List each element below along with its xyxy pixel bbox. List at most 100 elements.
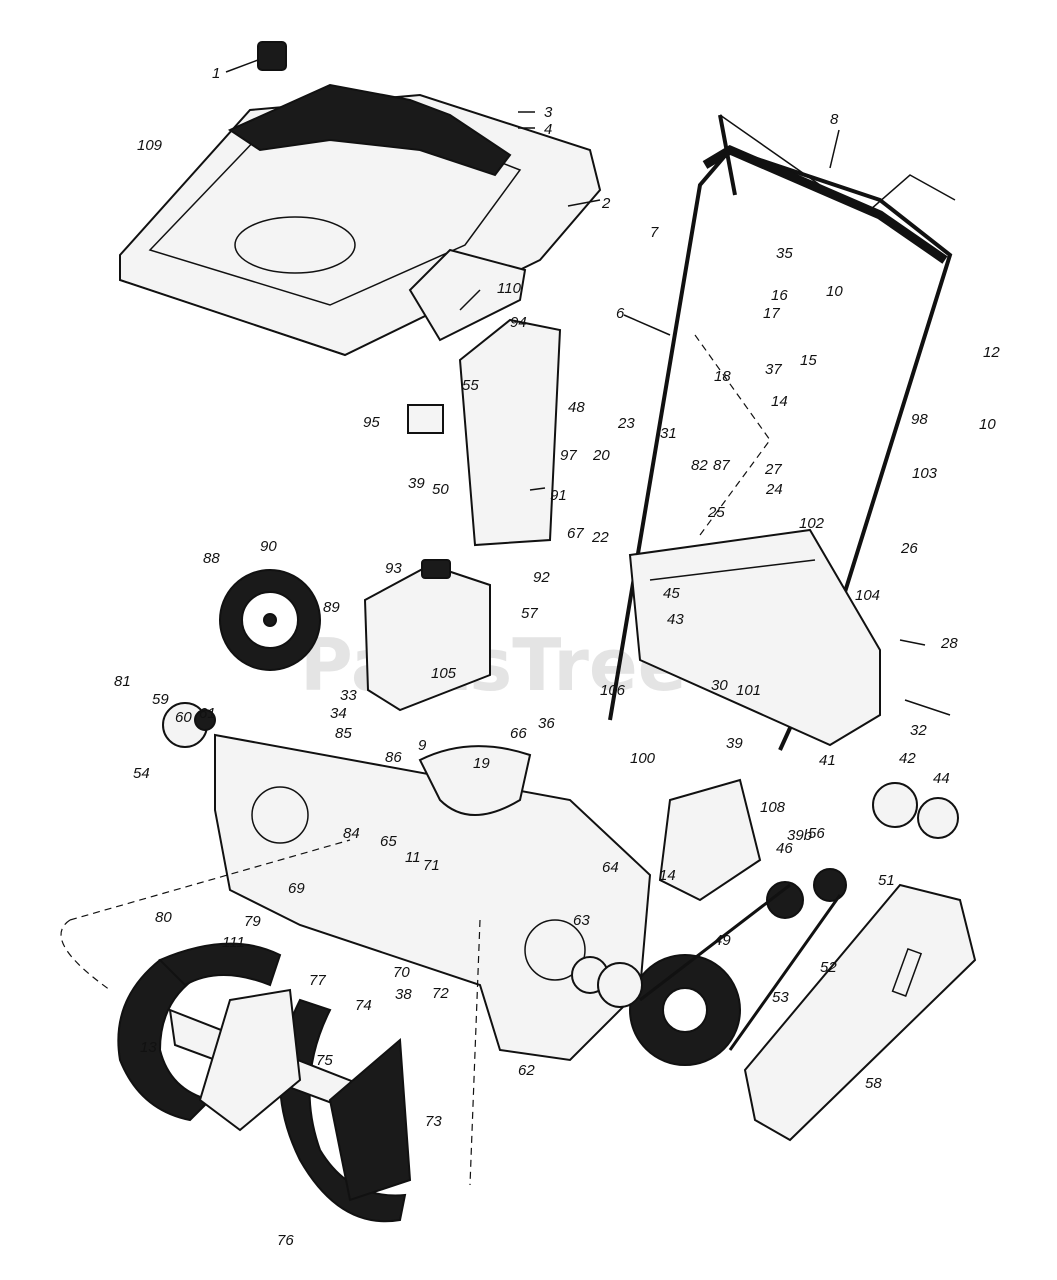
callout-7: 7 (650, 224, 659, 241)
callout-110: 110 (497, 280, 522, 297)
callout-85: 85 (335, 725, 352, 742)
callout-18: 18 (714, 368, 731, 385)
watermark: PartsTree (300, 623, 687, 707)
callout-6: 6 (616, 305, 625, 322)
callout-33: 33 (340, 687, 357, 704)
callout-87: 103 (912, 465, 938, 482)
callout-28: 32 (910, 722, 927, 739)
callout-56: 49 (714, 932, 731, 949)
callout-66: 66 (510, 725, 527, 742)
callout-9: 9 (418, 737, 427, 754)
callout-63: 63 (573, 912, 590, 929)
wheel (219, 569, 321, 671)
callout-32: 101 (736, 682, 761, 699)
callout-59: 59 (152, 691, 169, 708)
callout-42: 44 (933, 770, 950, 787)
callout-43: 43 (667, 611, 684, 628)
callout-23: 23 (617, 415, 635, 432)
auger-housing (214, 733, 652, 1062)
bearing-hubs (162, 702, 959, 1008)
callout-2: 2 (601, 195, 611, 212)
callout-103: 27 (764, 461, 782, 478)
callout-80: 80 (155, 909, 172, 926)
callout-53: 58 (865, 1075, 882, 1092)
belt-cover (743, 883, 977, 1142)
callout-65: 65 (380, 833, 397, 850)
gas-tank (363, 559, 491, 712)
callout-13: 13 (140, 1039, 157, 1056)
callout-31: 82 (691, 457, 708, 474)
callout-15: 15 (800, 352, 817, 369)
callout-72: 72 (432, 985, 449, 1002)
callout-55: 55 (462, 377, 479, 394)
leader-auger (60, 919, 111, 991)
callout-97: 97 (560, 447, 577, 464)
callout-75: 75 (316, 1052, 333, 1069)
callout-106: 106 (600, 682, 626, 699)
callout-68: 31 (660, 425, 677, 442)
callout-82: 87 (713, 457, 730, 474)
callout-14: 14 (659, 867, 676, 884)
discharge-chute (407, 248, 562, 547)
callout-24: 102 (799, 515, 825, 532)
callout-48: 48 (568, 399, 585, 416)
callout-69: 69 (288, 880, 305, 897)
callout-105: 105 (431, 665, 457, 682)
callout-19: 19 (473, 755, 490, 772)
callout-10: 10 (826, 283, 843, 300)
callout-73: 73 (425, 1113, 442, 1130)
callout-98: 98 (911, 411, 928, 428)
callout-leaders (225, 59, 951, 716)
callout-109: 109 (137, 137, 163, 154)
shroud-hood (119, 83, 602, 357)
callout-76: 76 (277, 1232, 294, 1249)
callout-89: 89 (323, 599, 340, 616)
callout-79: 79 (244, 913, 261, 930)
callout-5: 100 (630, 750, 656, 767)
frame-panel (628, 528, 881, 747)
callout-54: 54 (133, 765, 150, 782)
callout-16: 16 (771, 287, 788, 304)
callout-49: 51 (878, 872, 895, 889)
callout-39-right: 39 (726, 735, 743, 752)
leader-auger-2 (69, 839, 351, 921)
callout-70: 70 (393, 964, 410, 981)
callout-26: 104 (855, 587, 880, 604)
callout-30: 41 (819, 752, 836, 769)
callout-81: 81 (114, 673, 131, 690)
callout-57: 57 (521, 605, 538, 622)
callout-41: 108 (760, 799, 786, 816)
callout-90: 90 (260, 538, 277, 555)
callout-45: 45 (663, 585, 680, 602)
callout-34: 34 (330, 705, 347, 722)
callout-22: 22 (591, 529, 609, 546)
callout-93: 93 (385, 560, 402, 577)
callout-111: 111 (222, 934, 245, 951)
callout-67: 67 (567, 525, 584, 542)
callout-64: 64 (602, 859, 619, 876)
callout-35: 35 (776, 245, 793, 262)
callout-71: 71 (423, 857, 440, 874)
callout-20: 20 (592, 447, 610, 464)
callout-4: 4 (544, 121, 552, 138)
callout-100: 42 (899, 750, 916, 767)
leader-housing (469, 919, 481, 1186)
gas-cap (257, 41, 287, 71)
callout-37: 37 (765, 361, 782, 378)
callout-92: 92 (533, 569, 550, 586)
callout-50: 50 (432, 481, 449, 498)
callout-labels: 1 2 3 4 109 110 94 95 39 50 48 55 97 91 … (114, 65, 1000, 1249)
callout-12: 12 (983, 344, 1000, 361)
callout-52: 53 (772, 989, 789, 1006)
callout-38: 38 (395, 986, 412, 1003)
callout-51: 52 (820, 959, 837, 976)
callout-44: 46 (776, 840, 793, 857)
callout-17: 17 (763, 305, 780, 322)
callout-95: 95 (363, 414, 380, 431)
callout-108: 39b (787, 827, 812, 844)
callout-101: 30 (711, 677, 728, 694)
callout-88: 88 (203, 550, 220, 567)
drive-assembly (629, 778, 847, 1066)
callout-84: 84 (343, 825, 360, 842)
